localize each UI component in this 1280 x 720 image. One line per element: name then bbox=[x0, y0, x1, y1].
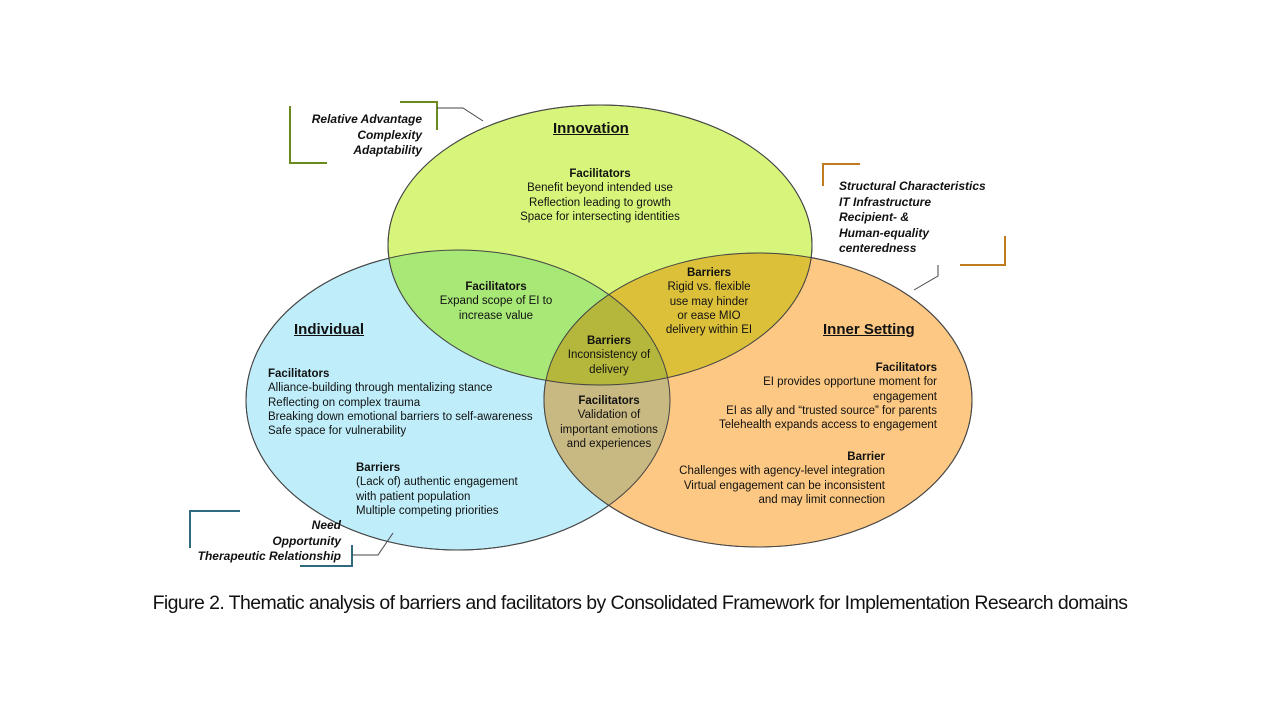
innovation-inner-barriers: Barriers Rigid vs. flexible use may hind… bbox=[649, 266, 769, 337]
innovation-inner-item: Rigid vs. flexible bbox=[667, 281, 751, 294]
innovation-inner-item: delivery within EI bbox=[665, 324, 753, 337]
individual-facilitator-item: Reflecting on complex trauma bbox=[268, 396, 421, 409]
inner-setting-callout-bracket bbox=[822, 163, 1006, 291]
individual-title: Individual bbox=[294, 321, 365, 338]
innovation-inner-item: or ease MIO bbox=[677, 309, 741, 322]
innovation-title: Innovation bbox=[553, 120, 629, 137]
innovation-facilitator-item: Space for intersecting identities bbox=[520, 210, 680, 223]
figure-caption-label: Figure 2. bbox=[152, 592, 225, 614]
individual-facilitators-heading: Facilitators bbox=[268, 368, 330, 380]
figure-caption: Figure 2. Thematic analysis of barriers … bbox=[0, 592, 1280, 615]
callout-item: Relative Advantage bbox=[311, 112, 422, 126]
figure-caption-text: Thematic analysis of barriers and facili… bbox=[224, 592, 1128, 614]
innovation-individual-overlap bbox=[388, 250, 670, 385]
inner-setting-callout: Structural Characteristics IT Infrastruc… bbox=[839, 179, 1009, 257]
innovation-facilitator-item: Benefit beyond intended use bbox=[527, 182, 673, 195]
inner-setting-title: Inner Setting bbox=[823, 321, 915, 338]
individual-facilitator-item: Alliance-building through mentalizing st… bbox=[268, 382, 493, 395]
individual-callout: Need Opportunity Therapeutic Relationshi… bbox=[180, 518, 341, 565]
innovation-facilitators-heading: Facilitators bbox=[569, 168, 631, 180]
individual-barrier-item: (Lack of) authentic engagement bbox=[356, 476, 518, 489]
inner-setting-barrier: Barrier Challenges with agency-level int… bbox=[640, 450, 885, 507]
innovation-inner-heading: Barriers bbox=[686, 267, 732, 279]
center-barriers: Barriers Inconsistency of delivery bbox=[552, 334, 666, 377]
callout-item: Adaptability bbox=[353, 143, 422, 157]
innovation-inner-overlap bbox=[544, 253, 812, 385]
callout-item: Opportunity bbox=[272, 533, 341, 548]
individual-facilitator-item: Breaking down emotional barriers to self… bbox=[268, 410, 533, 423]
individual-callout-bracket bbox=[189, 510, 394, 567]
inner-setting-barrier-item: Virtual engagement can be inconsistent bbox=[683, 479, 885, 492]
callout-item: Complexity bbox=[357, 127, 422, 142]
center-heading: Barriers bbox=[586, 335, 632, 347]
innovation-facilitator-item: Reflection leading to growth bbox=[529, 196, 671, 209]
center-item: Inconsistency of bbox=[567, 349, 651, 362]
innovation-individual-facilitators: Facilitators Expand scope of EI to incre… bbox=[420, 280, 572, 323]
individual-inner-item: important emotions bbox=[560, 423, 658, 436]
innovation-facilitators: Facilitators Benefit beyond intended use… bbox=[470, 167, 730, 224]
inner-setting-barrier-item: and may limit connection bbox=[758, 493, 885, 506]
individual-barrier-item: with patient population bbox=[356, 490, 471, 503]
individual-inner-facilitators: Facilitators Validation of important emo… bbox=[552, 394, 666, 451]
inner-setting-facilitators-heading: Facilitators bbox=[875, 362, 937, 374]
center-item: delivery bbox=[589, 363, 629, 376]
inner-setting-barrier-heading: Barrier bbox=[847, 451, 885, 463]
individual-inner-heading: Facilitators bbox=[578, 395, 640, 407]
individual-barrier-item: Multiple competing priorities bbox=[356, 504, 499, 517]
callout-item: centeredness bbox=[839, 241, 917, 255]
individual-facilitators: Facilitators Alliance-building through m… bbox=[268, 367, 558, 438]
individual-inner-item: Validation of bbox=[577, 409, 641, 422]
inner-setting-barrier-item: Challenges with agency-level integration bbox=[679, 465, 885, 478]
callout-item: IT Infrastructure bbox=[839, 194, 932, 209]
callout-item: Therapeutic Relationship bbox=[197, 549, 341, 563]
individual-facilitator-item: Safe space for vulnerability bbox=[268, 425, 407, 438]
callout-item: Need bbox=[311, 518, 341, 532]
innovation-inner-item: use may hinder bbox=[669, 295, 749, 308]
individual-barriers-heading: Barriers bbox=[356, 462, 401, 474]
inner-setting-facilitator-item: EI as ally and “trusted source” for pare… bbox=[726, 404, 937, 417]
inner-setting-facilitator-item: Telehealth expands access to engagement bbox=[718, 419, 937, 432]
callout-item: Recipient- & bbox=[839, 210, 910, 224]
innovation-callout: Relative Advantage Complexity Adaptabili… bbox=[292, 112, 422, 159]
inner-setting-facilitator-item: engagement bbox=[873, 390, 937, 403]
individual-barriers: Barriers (Lack of) authentic engagement … bbox=[356, 461, 556, 518]
inner-setting-facilitator-item: EI provides opportune moment for bbox=[763, 376, 937, 389]
individual-inner-item: and experiences bbox=[566, 437, 652, 450]
inner-setting-facilitators: Facilitators EI provides opportune momen… bbox=[680, 361, 937, 432]
innovation-individual-item: increase value bbox=[458, 309, 534, 322]
callout-item: Human-equality bbox=[839, 225, 930, 240]
innovation-individual-item: Expand scope of EI to bbox=[439, 295, 553, 308]
innovation-individual-heading: Facilitators bbox=[465, 281, 527, 293]
innovation-callout-bracket bbox=[289, 101, 484, 164]
callout-item: Structural Characteristics bbox=[839, 179, 986, 193]
